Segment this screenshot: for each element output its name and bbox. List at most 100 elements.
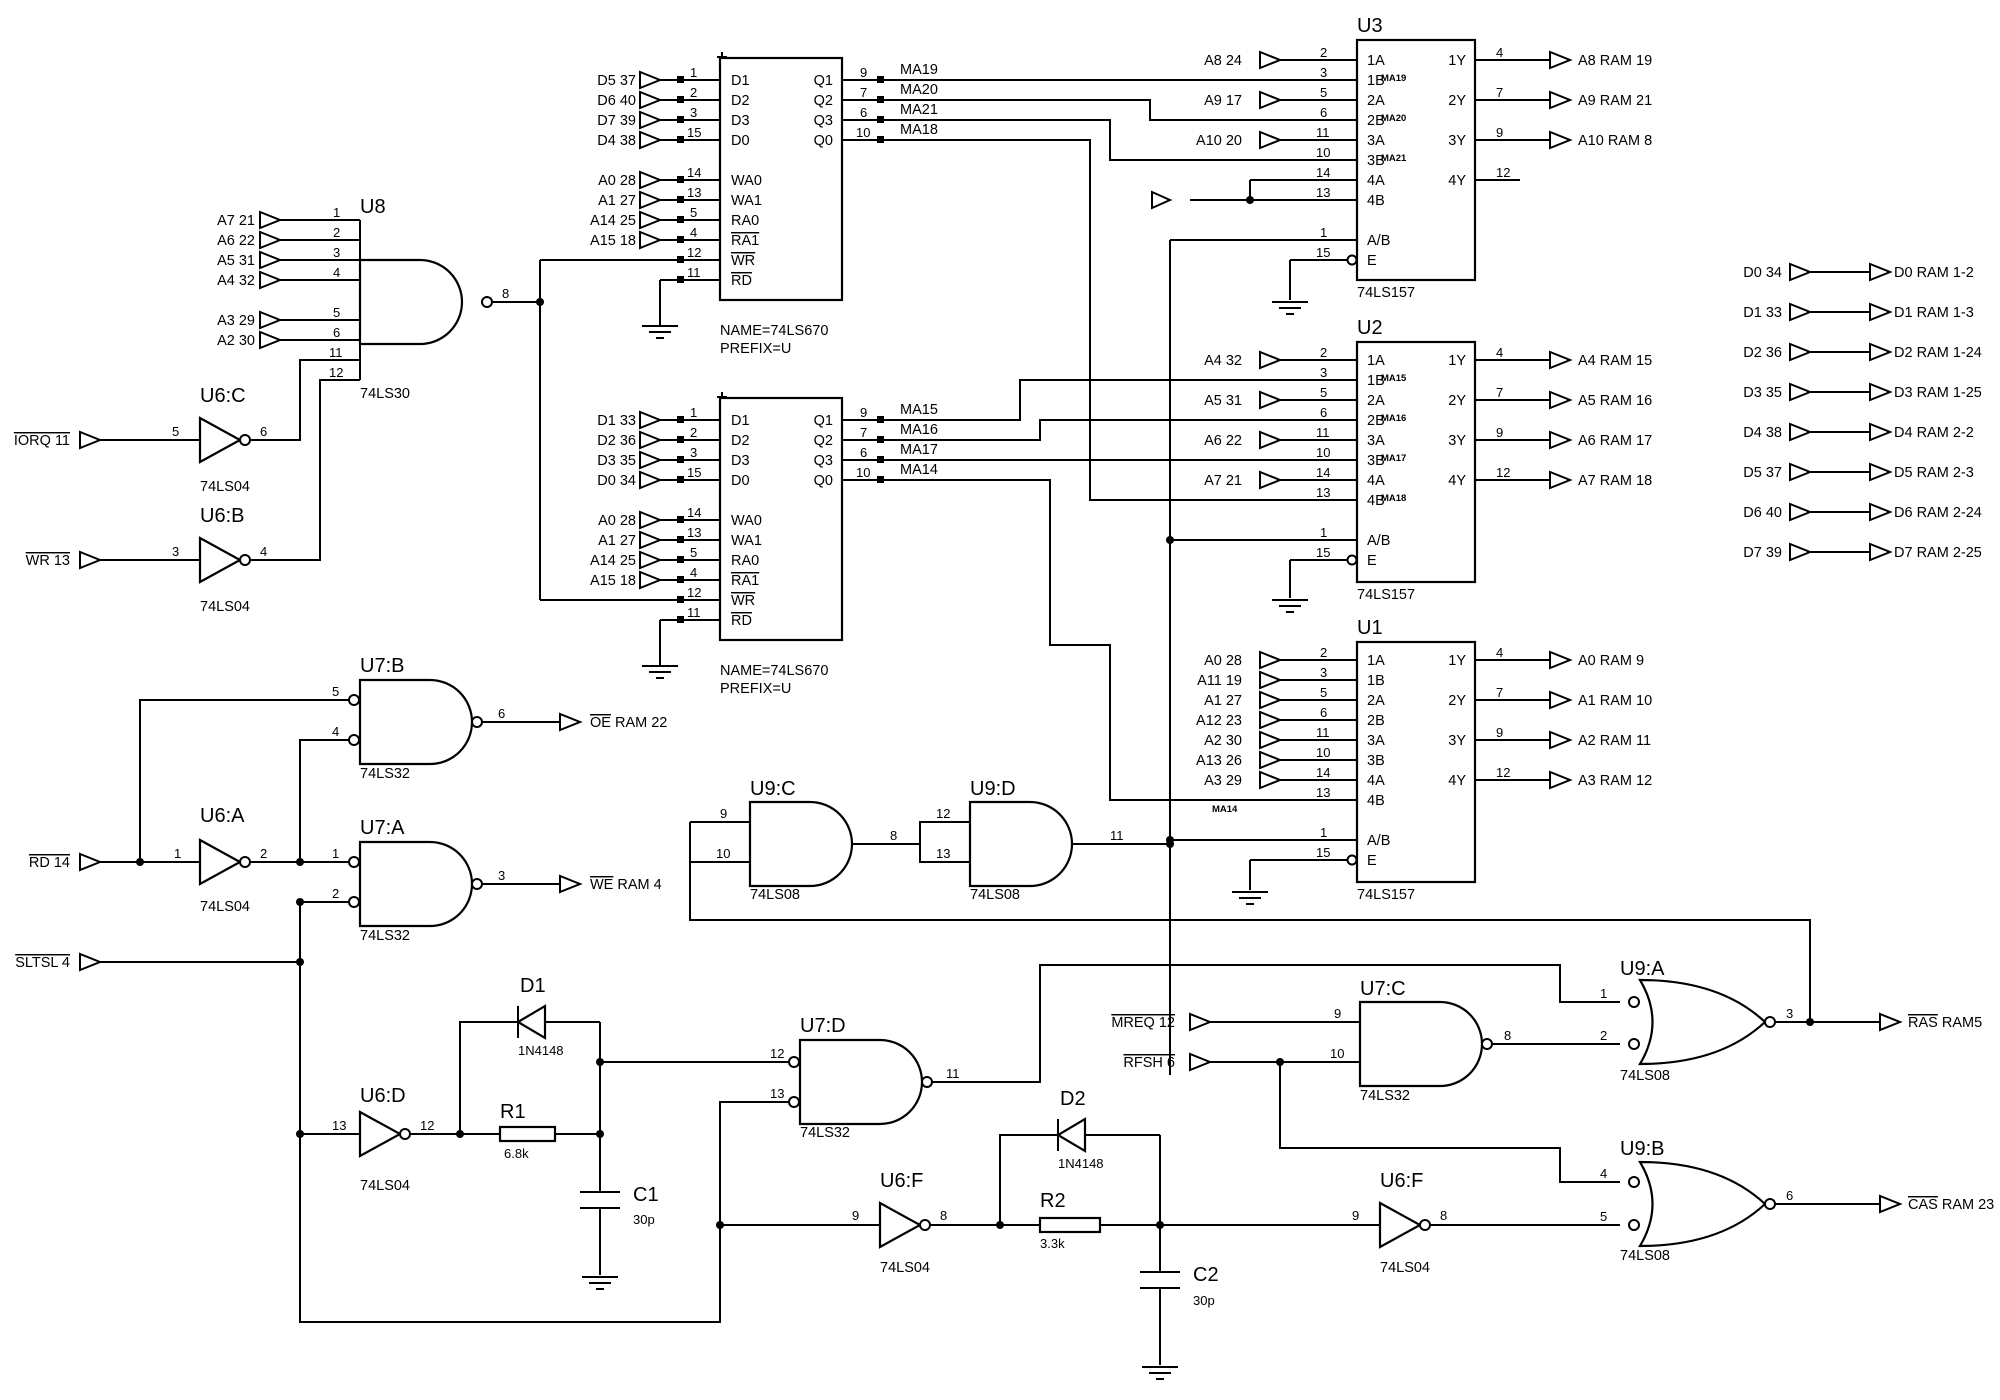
port-label: A15 18 — [590, 573, 636, 589]
pin-number: 9 — [720, 806, 727, 821]
pin-number: 1 — [174, 846, 181, 861]
pin-number: 10 — [1316, 445, 1330, 460]
pin-name: Q0 — [814, 473, 833, 489]
pin-number: 7 — [1496, 685, 1503, 700]
pin-number: 4 — [260, 544, 267, 559]
ref-label: U6:C — [200, 385, 246, 407]
type-label: 74LS157 — [1357, 285, 1415, 301]
port-label: A1 27 — [598, 533, 636, 549]
pin-number: 13 — [1316, 785, 1330, 800]
pin-number: 2 — [260, 846, 267, 861]
pin-number: 5 — [333, 305, 340, 320]
pin-name: WA0 — [731, 173, 762, 189]
net-label: MA19 — [900, 62, 938, 78]
gate-u7b: U7:B 74LS32 OE RAM 22 5 4 6 — [139, 655, 667, 862]
pin-name: D2 — [731, 433, 750, 449]
pin-number: 1 — [332, 846, 339, 861]
pin-number: 9 — [1352, 1208, 1359, 1223]
pin-number: 11 — [329, 345, 343, 360]
value-label: 6.8k — [504, 1146, 529, 1161]
ref-label: R2 — [1040, 1190, 1066, 1212]
port-label: D0 34 — [597, 473, 636, 489]
port-label: D5 37 — [1743, 465, 1782, 481]
ref-label: U6:B — [200, 505, 244, 527]
ref-label: U6:F — [880, 1170, 923, 1192]
pin-number: 12 — [936, 806, 950, 821]
net-label: MA21 — [900, 102, 938, 118]
pin-number: 12 — [1496, 465, 1510, 480]
pin-number: 6 — [1786, 1188, 1793, 1203]
nand-body — [358, 258, 464, 346]
port-label: A12 23 — [1196, 713, 1242, 729]
pin-name: D2 — [731, 93, 750, 109]
ref-label: U6:A — [200, 805, 245, 827]
pin-name: D1 — [731, 413, 750, 429]
ref-label: U2 — [1357, 317, 1383, 339]
pin-number: 3 — [1320, 365, 1327, 380]
pin-name: RA1 — [731, 233, 759, 249]
port-label: A2 RAM 11 — [1578, 733, 1651, 749]
port-label: SLTSL 4 — [15, 955, 70, 971]
ref-label: U7:B — [360, 655, 404, 677]
port-label: D7 39 — [1743, 545, 1782, 561]
pin-number: 15 — [1316, 245, 1330, 260]
pin-number: 6 — [1320, 405, 1327, 420]
pin-number: 13 — [687, 525, 701, 540]
port-label: RFSH 6 — [1123, 1055, 1175, 1071]
port-label: RD 14 — [29, 855, 70, 871]
ref-label: C2 — [1193, 1264, 1219, 1286]
inverter-u6b: U6:B 74LS04 WR 13 3 4 — [26, 505, 300, 615]
ic-body — [718, 56, 844, 302]
gate-u7c: U7:C 74LS32 MREQ 12 RFSH 6 9 10 8 — [1111, 978, 1620, 1183]
pin-number: 5 — [1600, 1209, 1607, 1224]
pin-name: 4B — [1367, 193, 1385, 209]
port-label: A0 RAM 9 — [1578, 653, 1644, 669]
port-label: D7 RAM 2-25 — [1894, 545, 1982, 561]
port-label: A0 28 — [598, 513, 636, 529]
pin-name: 3A — [1367, 433, 1385, 449]
pin-name: WA1 — [731, 533, 762, 549]
ic-body — [1355, 340, 1477, 584]
pin-name: 2Y — [1448, 693, 1466, 709]
pin-number: 6 — [333, 325, 340, 340]
pin-number: 2 — [1600, 1028, 1607, 1043]
pin-name: Q1 — [814, 73, 833, 89]
pin-name: 4Y — [1448, 173, 1466, 189]
pin-name: 1A — [1367, 53, 1385, 69]
pin-number: 4 — [1496, 345, 1503, 360]
pin-number: 4 — [1600, 1166, 1607, 1181]
pin-number: 13 — [1316, 185, 1330, 200]
pin-name: 4A — [1367, 473, 1385, 489]
pin-number: 8 — [890, 828, 897, 843]
port-label: D2 RAM 1-24 — [1894, 345, 1982, 361]
delay-network-1: U6:D 74LS04 13 12 D1 1N4148 R1 6.8k C1 3… — [296, 975, 790, 1290]
pin-name: Q3 — [814, 453, 833, 469]
pin-number: 13 — [1316, 485, 1330, 500]
pin-name: 2A — [1367, 93, 1385, 109]
pin-name: 1Y — [1448, 353, 1466, 369]
pin-number: 12 — [329, 365, 343, 380]
pin-name: D1 — [731, 73, 750, 89]
pin-number: 11 — [1316, 725, 1330, 740]
pin-number: 9 — [1496, 125, 1503, 140]
port-label: A10 20 — [1196, 133, 1242, 149]
pin-name: RA1 — [731, 573, 759, 589]
pin-name: D3 — [731, 113, 750, 129]
ic-74ls670-a: D5 37 D6 40 D7 39 D4 38 A0 28 A1 27 A14 … — [540, 52, 938, 357]
gate-u9b: U9:B 74LS08 CAS RAM 23 4 5 6 — [1600, 1138, 1994, 1264]
port-label-we-ram: WE RAM 4 — [590, 877, 662, 893]
pin-number: 13 — [770, 1086, 784, 1101]
pin-number: 11 — [687, 265, 701, 280]
type-label: 74LS04 — [200, 899, 250, 915]
pin-number: 5 — [332, 684, 339, 699]
pin-number: 15 — [687, 125, 701, 140]
pin-number: 14 — [1316, 465, 1330, 480]
pin-number: 6 — [1320, 705, 1327, 720]
resistor-r1 — [498, 1125, 557, 1143]
type-label: 74LS08 — [970, 887, 1020, 903]
ic-u2-74ls157: U2 74LS157 A4 32 A5 31 A6 22 A7 21 2 3 5… — [1166, 317, 1652, 613]
pin-name: WR — [731, 593, 755, 609]
ma-bus-wires — [880, 79, 1340, 801]
pin-name: 1Y — [1448, 53, 1466, 69]
